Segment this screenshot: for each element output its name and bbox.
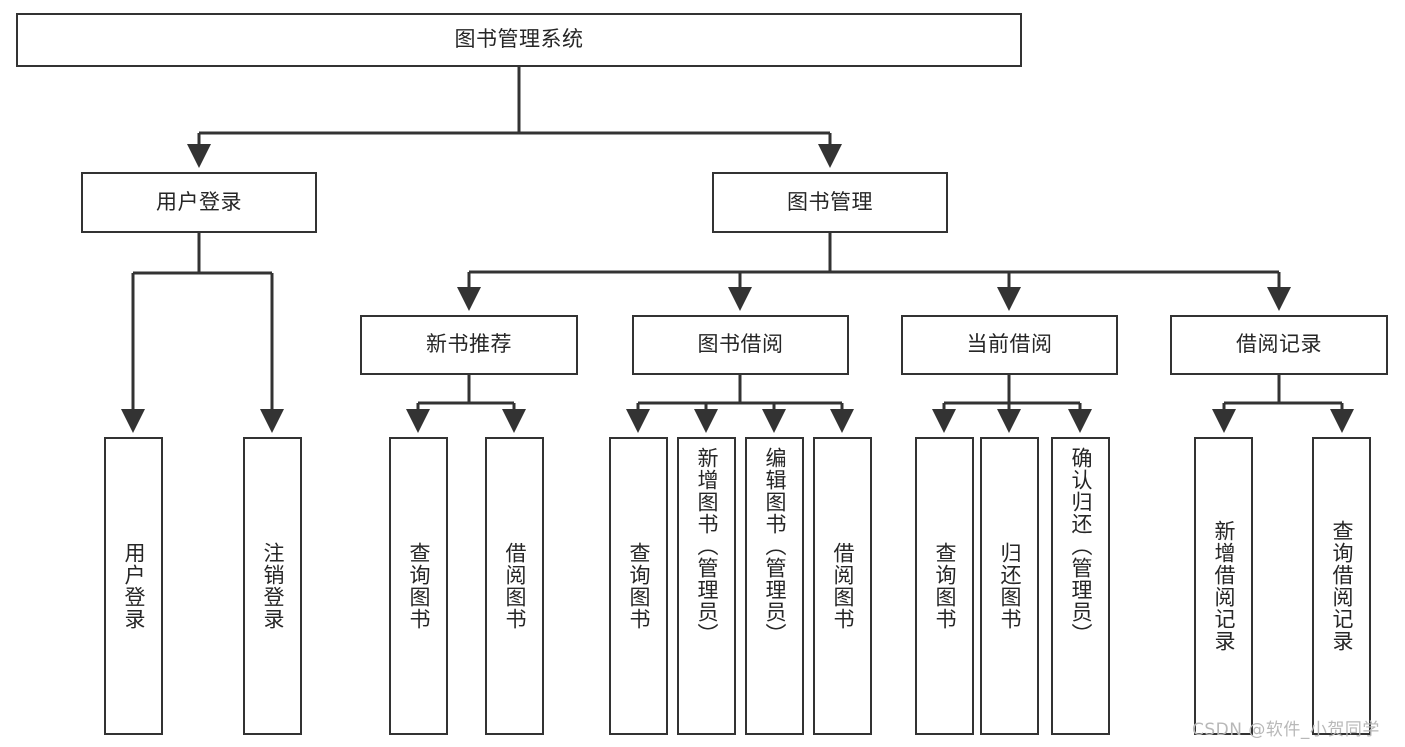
node-user-login[interactable]: 用户登录	[81, 172, 317, 233]
leaf-edit-book[interactable]: 编辑图书（管理员）	[745, 437, 804, 735]
leaf-edit-book-label: 编辑图书（管理员）	[762, 447, 787, 645]
leaf-borrow-book-1-label: 借阅图书	[502, 542, 527, 630]
node-current-borrow[interactable]: 当前借阅	[901, 315, 1118, 375]
node-book-borrow[interactable]: 图书借阅	[632, 315, 849, 375]
leaf-confirm-return[interactable]: 确认归还（管理员）	[1051, 437, 1110, 735]
leaf-return-book-label: 归还图书	[997, 542, 1022, 630]
node-root[interactable]: 图书管理系统	[16, 13, 1022, 67]
leaf-add-book[interactable]: 新增图书（管理员）	[677, 437, 736, 735]
leaf-add-record-label: 新增借阅记录	[1211, 520, 1236, 652]
node-book-manage[interactable]: 图书管理	[712, 172, 948, 233]
leaf-query-record[interactable]: 查询借阅记录	[1312, 437, 1371, 735]
leaf-borrow-book-1[interactable]: 借阅图书	[485, 437, 544, 735]
leaf-borrow-book-2[interactable]: 借阅图书	[813, 437, 872, 735]
leaf-return-book[interactable]: 归还图书	[980, 437, 1039, 735]
leaf-query-book-3[interactable]: 查询图书	[915, 437, 974, 735]
leaf-query-book-2[interactable]: 查询图书	[609, 437, 668, 735]
leaf-user-login-label: 用户登录	[121, 542, 146, 630]
node-root-label: 图书管理系统	[454, 27, 584, 52]
leaf-borrow-book-2-label: 借阅图书	[830, 542, 855, 630]
leaf-query-book-2-label: 查询图书	[626, 542, 651, 630]
node-current-borrow-label: 当前借阅	[966, 332, 1053, 357]
leaf-add-record[interactable]: 新增借阅记录	[1194, 437, 1253, 735]
leaf-logout-login-label: 注销登录	[260, 542, 285, 630]
node-new-book-recommend[interactable]: 新书推荐	[360, 315, 578, 375]
node-new-book-recommend-label: 新书推荐	[426, 332, 512, 357]
node-book-borrow-label: 图书借阅	[697, 332, 784, 357]
leaf-confirm-return-label: 确认归还（管理员）	[1068, 447, 1093, 645]
node-user-login-label: 用户登录	[156, 189, 242, 214]
leaf-add-book-label: 新增图书（管理员）	[694, 447, 719, 645]
leaf-query-book-1-label: 查询图书	[406, 542, 431, 630]
node-book-manage-label: 图书管理	[787, 189, 873, 214]
node-borrow-record[interactable]: 借阅记录	[1170, 315, 1388, 375]
csdn-watermark: CSDN @软件_小贺同学	[1192, 720, 1380, 740]
leaf-query-record-label: 查询借阅记录	[1329, 520, 1354, 652]
leaf-query-book-1[interactable]: 查询图书	[389, 437, 448, 735]
node-borrow-record-label: 借阅记录	[1236, 332, 1322, 357]
leaf-user-login[interactable]: 用户登录	[104, 437, 163, 735]
leaf-query-book-3-label: 查询图书	[932, 542, 957, 630]
leaf-logout-login[interactable]: 注销登录	[243, 437, 302, 735]
